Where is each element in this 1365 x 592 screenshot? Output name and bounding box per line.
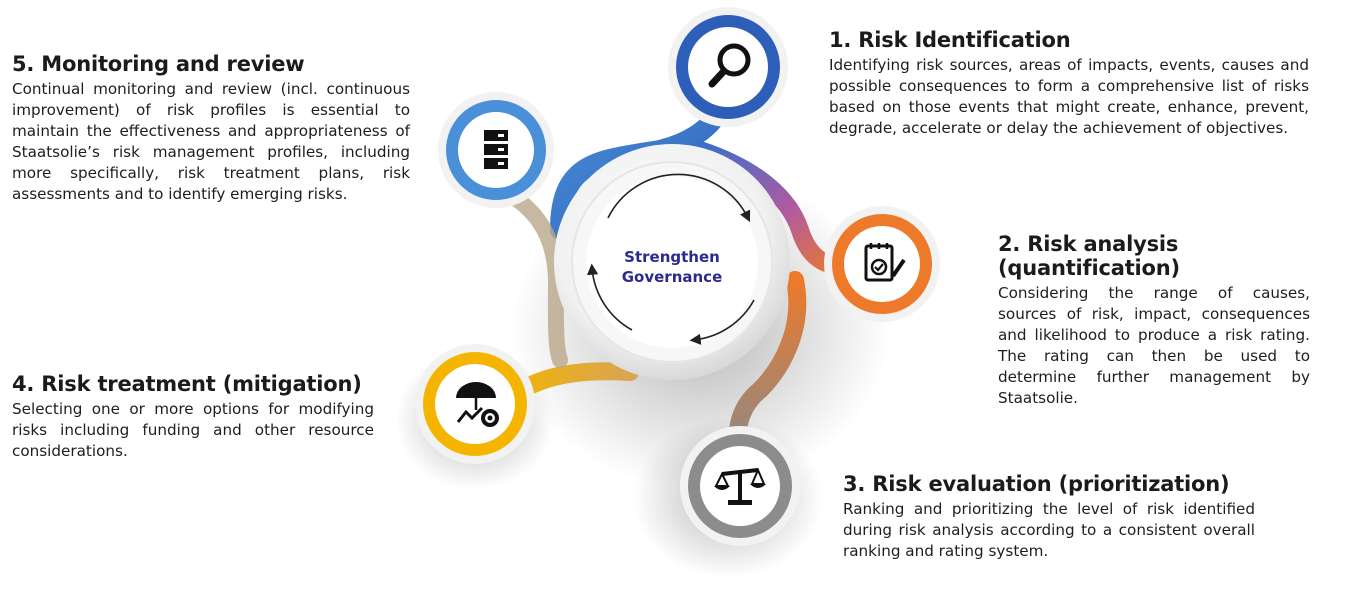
step-title: 4. Risk treatment (mitigation)	[12, 372, 362, 396]
node-risk-identification	[668, 7, 788, 127]
step-risk-identification: 1. Risk Identification Identifying risk …	[829, 28, 1309, 139]
cycle-arrow-left	[586, 263, 633, 331]
server-icon	[484, 130, 508, 169]
step-description: Considering the range of causes, sources…	[998, 284, 1310, 407]
step-description: Selecting one or more options for modify…	[12, 400, 374, 460]
step-title: 3. Risk evaluation (prioritization)	[843, 472, 1230, 496]
center-label-line2: Governance	[621, 268, 723, 286]
step-description: Identifying risk sources, areas of impac…	[829, 56, 1309, 137]
node-risk-analysis	[824, 206, 940, 322]
step-title: 1. Risk Identification	[829, 28, 1071, 52]
scale-icon	[714, 467, 766, 505]
cycle-arrow-right	[689, 299, 755, 345]
step-title: 5. Monitoring and review	[12, 52, 305, 76]
step-title: 2. Risk analysis (quantification)	[998, 232, 1180, 280]
step-risk-treatment: 4. Risk treatment (mitigation) Selecting…	[12, 372, 374, 462]
cycle-arrow-top	[607, 173, 751, 223]
umbrella-gear-icon	[456, 382, 499, 427]
step-description: Ranking and prioritizing the level of ri…	[843, 500, 1255, 560]
center-label: Strengthen Governance	[597, 247, 747, 287]
node-monitoring-review	[438, 92, 554, 208]
hub-center	[586, 176, 758, 348]
step-risk-analysis: 2. Risk analysis (quantification) Consid…	[998, 232, 1310, 409]
node-risk-treatment	[415, 344, 535, 464]
center-label-line1: Strengthen	[624, 248, 720, 266]
step-description: Continual monitoring and review (incl. c…	[12, 80, 410, 203]
checklist-icon	[864, 243, 906, 282]
node-risk-evaluation	[680, 426, 800, 546]
step-monitoring-review: 5. Monitoring and review Continual monit…	[12, 52, 410, 205]
step-risk-evaluation: 3. Risk evaluation (prioritization) Rank…	[843, 472, 1255, 562]
magnifier-icon	[708, 43, 751, 88]
